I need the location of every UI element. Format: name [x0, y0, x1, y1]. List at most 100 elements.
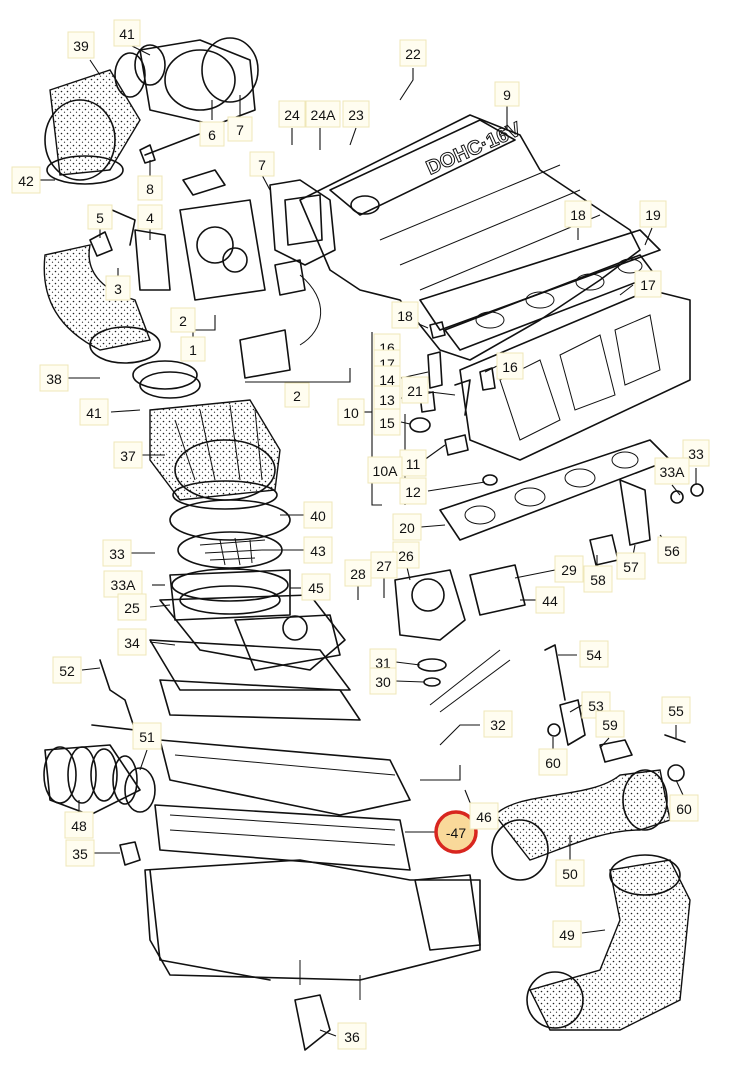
svg-text:10A: 10A: [373, 463, 399, 479]
svg-text:2: 2: [179, 313, 187, 329]
svg-text:17: 17: [640, 277, 656, 293]
part-label-43[interactable]: 43: [303, 536, 333, 564]
part-label-17[interactable]: 17: [634, 270, 662, 298]
part-label-42[interactable]: 42: [11, 166, 41, 194]
part-label-19[interactable]: 19: [639, 200, 667, 228]
part-label-60b[interactable]: 60: [669, 794, 699, 822]
part-label-58[interactable]: 58: [583, 565, 613, 593]
part-label-45[interactable]: 45: [301, 573, 331, 601]
part-label-48[interactable]: 48: [64, 811, 94, 839]
svg-text:14: 14: [379, 372, 395, 388]
air-boot-drawing: [44, 44, 166, 185]
svg-text:16: 16: [502, 359, 518, 375]
part-label-28[interactable]: 28: [344, 559, 372, 587]
part-label-49[interactable]: 49: [552, 920, 582, 948]
part-label-29[interactable]: 29: [554, 555, 584, 583]
part-label-12[interactable]: 12: [399, 477, 427, 505]
part-label-25[interactable]: 25: [117, 593, 147, 621]
part-label-41[interactable]: 41: [113, 19, 141, 47]
part-label-33[interactable]: 33: [682, 439, 710, 467]
svg-text:33: 33: [109, 546, 125, 562]
part-label-23[interactable]: 23: [342, 100, 370, 128]
part-label-1[interactable]: 1: [180, 336, 206, 362]
part-label-22[interactable]: 22: [399, 39, 427, 67]
part-label-33b[interactable]: 33: [102, 539, 132, 567]
part-label-10[interactable]: 10: [337, 398, 365, 426]
part-label-8[interactable]: 8: [137, 175, 163, 201]
part-label-46[interactable]: 46: [469, 802, 499, 830]
part-label-24[interactable]: 24: [278, 100, 306, 128]
svg-text:57: 57: [623, 559, 639, 575]
part-label-27[interactable]: 27: [370, 551, 398, 579]
part-label-5[interactable]: 5: [87, 204, 113, 230]
svg-text:5: 5: [96, 210, 104, 226]
part-label-35[interactable]: 35: [65, 839, 95, 867]
svg-text:35: 35: [72, 846, 88, 862]
part-label-41b[interactable]: 41: [79, 398, 109, 426]
part-label-47[interactable]: -47: [446, 825, 466, 841]
part-label-13[interactable]: 13: [373, 385, 401, 413]
part-label-51[interactable]: 51: [132, 722, 162, 750]
part-label-2[interactable]: 2: [170, 307, 196, 333]
svg-text:23: 23: [348, 107, 364, 123]
svg-text:-47: -47: [446, 825, 466, 841]
svg-text:33A: 33A: [660, 464, 686, 480]
part-label-37[interactable]: 37: [113, 441, 143, 469]
part-label-9[interactable]: 9: [494, 81, 520, 107]
svg-text:25: 25: [124, 600, 140, 616]
svg-text:9: 9: [503, 87, 511, 103]
part-label-7b[interactable]: 7: [249, 151, 275, 177]
part-label-3[interactable]: 3: [105, 275, 131, 301]
svg-text:21: 21: [407, 383, 423, 399]
svg-text:51: 51: [139, 729, 155, 745]
part-label-36[interactable]: 36: [337, 1022, 367, 1050]
part-label-7[interactable]: 7: [227, 116, 253, 142]
part-label-34[interactable]: 34: [117, 628, 147, 656]
svg-text:34: 34: [124, 635, 140, 651]
part-label-50[interactable]: 50: [555, 859, 585, 887]
part-label-44[interactable]: 44: [535, 586, 565, 614]
elbow-hose-drawing: [491, 479, 704, 1031]
part-label-52[interactable]: 52: [52, 656, 82, 684]
part-label-33ab[interactable]: 33A: [103, 570, 143, 598]
part-label-33a[interactable]: 33A: [654, 457, 690, 485]
part-label-15[interactable]: 15: [373, 408, 401, 436]
svg-text:36: 36: [344, 1029, 360, 1045]
svg-text:3: 3: [114, 281, 122, 297]
svg-text:46: 46: [476, 809, 492, 825]
air-cleaner-drawing: [144, 739, 481, 1051]
part-label-40[interactable]: 40: [303, 501, 333, 529]
part-label-38[interactable]: 38: [39, 364, 69, 392]
part-label-10a[interactable]: 10A: [367, 456, 403, 484]
part-label-55[interactable]: 55: [661, 696, 691, 724]
part-label-18b[interactable]: 18: [391, 301, 419, 329]
part-label-32[interactable]: 32: [483, 710, 513, 738]
part-label-30[interactable]: 30: [369, 667, 397, 695]
bellows-drawing: [149, 399, 281, 510]
part-label-4[interactable]: 4: [137, 204, 163, 230]
svg-text:15: 15: [379, 415, 395, 431]
part-label-18[interactable]: 18: [564, 200, 592, 228]
part-label-54[interactable]: 54: [579, 640, 609, 668]
svg-text:42: 42: [18, 173, 34, 189]
svg-text:31: 31: [375, 655, 391, 671]
part-label-59[interactable]: 59: [595, 710, 625, 738]
part-label-39[interactable]: 39: [67, 31, 95, 59]
part-label-57[interactable]: 57: [616, 552, 646, 580]
part-label-11[interactable]: 11: [399, 449, 427, 477]
svg-text:37: 37: [120, 448, 136, 464]
svg-text:40: 40: [310, 508, 326, 524]
svg-text:19: 19: [645, 207, 661, 223]
part-label-24a[interactable]: 24A: [305, 100, 341, 128]
svg-text:28: 28: [350, 566, 366, 582]
part-label-56[interactable]: 56: [657, 536, 687, 564]
part-label-16b[interactable]: 16: [496, 352, 524, 380]
part-label-60[interactable]: 60: [538, 748, 568, 776]
part-label-20[interactable]: 20: [392, 513, 422, 541]
part-label-21[interactable]: 21: [401, 376, 429, 404]
intake-hose-drawing: [43, 244, 201, 399]
part-label-2b[interactable]: 2: [284, 382, 310, 408]
svg-text:59: 59: [602, 717, 618, 733]
part-label-6[interactable]: 6: [199, 121, 225, 147]
